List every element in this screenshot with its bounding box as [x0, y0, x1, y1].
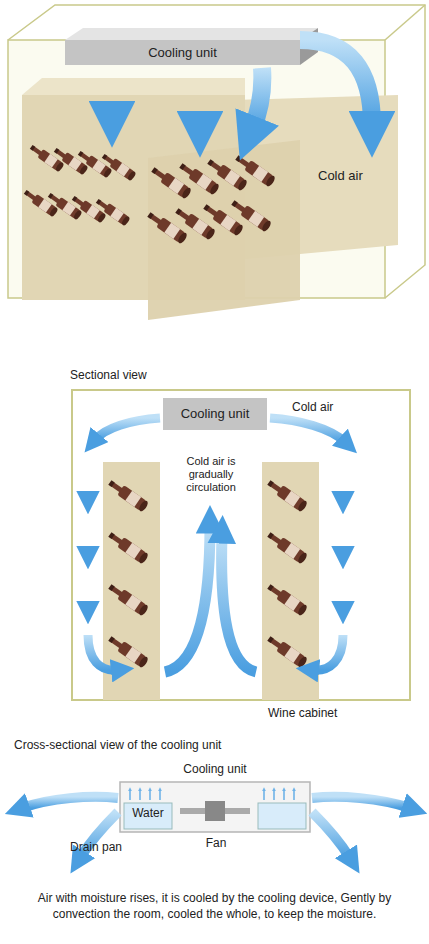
- wine-shelf: [148, 140, 300, 320]
- part-name: Fan: [196, 836, 236, 850]
- section-heading: Sectional view: [70, 368, 190, 382]
- unit-label: Cooling unit: [181, 406, 250, 422]
- wine-bottle: [265, 582, 308, 617]
- section-heading: Cross-sectional view of the cooling unit: [14, 738, 294, 752]
- wine-bottle: [28, 143, 64, 173]
- wine-bottle: [46, 191, 82, 221]
- wine-shelf: [22, 78, 245, 95]
- unit-label: Cooling unit: [120, 762, 310, 776]
- note: Cold air is gradually circulation: [163, 455, 259, 495]
- wine-bottle: [94, 197, 130, 227]
- wine-bottle: [265, 634, 308, 669]
- wine-cabinet: [262, 462, 319, 700]
- wine-bottle: [22, 188, 58, 218]
- wine-bottle: [265, 478, 308, 513]
- wine-bottle: [106, 634, 149, 669]
- wine-bottle: [265, 530, 308, 565]
- wine-cabinet: [103, 462, 160, 700]
- wine-bottle: [70, 194, 106, 224]
- wine-bottles: [22, 143, 276, 245]
- part-name: Drain pan: [70, 840, 140, 854]
- section-outline: [72, 390, 410, 700]
- caption: Air with moisture rises, it is cooled by…: [12, 890, 417, 922]
- air-label: Cold air: [318, 168, 388, 184]
- fan: [180, 801, 250, 821]
- air-label: Cold air: [292, 400, 362, 414]
- cooling-unit-housing: [120, 782, 310, 832]
- wine-bottle: [229, 198, 272, 233]
- wine-bottle: [106, 478, 149, 513]
- wine-bottle: [100, 152, 136, 182]
- wine-bottle: [106, 530, 149, 565]
- part-name: Wine cabinet: [268, 706, 368, 720]
- cooling-unit: Cooling unit: [163, 398, 267, 430]
- unit-label: Cooling unit: [148, 45, 217, 61]
- rising-air-arrows: [165, 525, 256, 672]
- wine-bottle: [106, 582, 149, 617]
- wine-bottle: [233, 153, 276, 188]
- cold-air-arrows: [22, 797, 410, 858]
- part-name: Water: [128, 806, 168, 820]
- drain-pan: [258, 803, 306, 829]
- cooling-unit: Cooling unit: [65, 40, 300, 65]
- wine-bottle: [52, 146, 88, 176]
- moisture-arrows: [130, 790, 294, 800]
- cooling-unit: [65, 28, 318, 40]
- drain-pan: [124, 803, 172, 829]
- wine-bottle: [76, 149, 112, 179]
